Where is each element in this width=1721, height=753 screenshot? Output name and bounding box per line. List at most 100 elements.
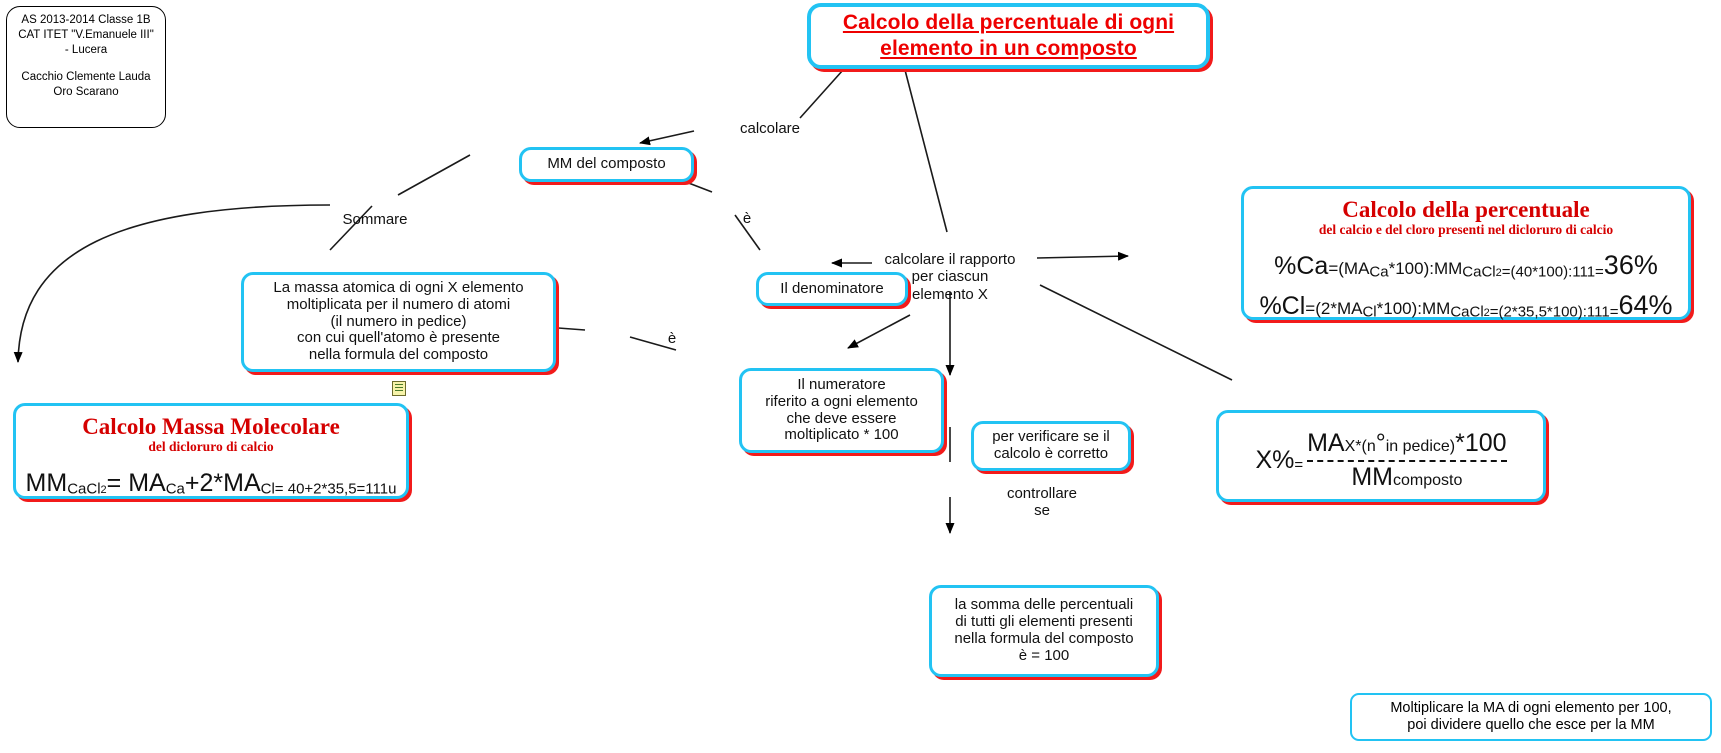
node-numeratore-line2: riferito a ogni elemento bbox=[765, 392, 918, 410]
credits-box: AS 2013-2014 Classe 1B CAT ITET "V.Emanu… bbox=[6, 6, 166, 128]
credits-name-1: Clemente bbox=[66, 70, 116, 83]
formula-row-cl: %Cl=(2*MACl*100):MMCaCl2=(2*35,5*100):11… bbox=[1259, 290, 1672, 321]
edge-title-to-calcolare bbox=[799, 69, 844, 119]
formula-cl-sub2n: 2 bbox=[1483, 307, 1490, 320]
node-calcolo-massa-molecolare[interactable]: Calcolo Massa Molecolare del dicloruro d… bbox=[13, 403, 409, 499]
formula-ca-result: 36% bbox=[1603, 250, 1658, 281]
xp-num-d: *100 bbox=[1455, 428, 1507, 457]
link-label-controllare: controllare se bbox=[1006, 485, 1078, 520]
node-verifica-line2: calcolo è corretto bbox=[993, 445, 1109, 462]
xp-den-a: MM bbox=[1351, 462, 1393, 491]
node-denominatore-label: Il denominatore bbox=[780, 279, 884, 297]
node-massa-atomica-line2: moltiplicata per il numero di atomi bbox=[286, 295, 511, 313]
formula-cl-sub2: CaCl bbox=[1450, 303, 1484, 321]
credits-line2: Classe 1B CAT bbox=[18, 14, 151, 42]
link-label-e-numeratore: è bbox=[667, 330, 677, 347]
link-label-e-denominatore: è bbox=[742, 210, 752, 227]
x-percent-lead: X% bbox=[1255, 446, 1295, 474]
node-numeratore-line3: che deve essere bbox=[786, 409, 897, 427]
xp-num-a: MA bbox=[1307, 428, 1345, 457]
link-label-calcolare-rapporto: calcolare il rapporto per ciascun elemen… bbox=[884, 251, 1016, 303]
xp-num-c: in pedice) bbox=[1385, 437, 1456, 455]
node-somma-line2: di tutti gli elementi presenti bbox=[955, 613, 1133, 631]
node-verifica[interactable]: per verificare se il calcolo è corretto bbox=[971, 421, 1131, 471]
formula-ca-sub2: CaCl bbox=[1462, 263, 1496, 281]
link-label-calcolare: calcolare bbox=[739, 120, 801, 137]
massa-expr-b: = MA bbox=[106, 469, 166, 498]
node-massa-atomica[interactable]: La massa atomica di ogni X elemento molt… bbox=[241, 272, 556, 372]
formula-ca-sub2n: 2 bbox=[1495, 267, 1502, 280]
node-somma-line4: è = 100 bbox=[1018, 646, 1070, 664]
formula-ca-mid: *100):MM bbox=[1388, 259, 1463, 279]
x-percent-fraction: X%= MAX*(n°in pedice)*100 MMcomposto bbox=[1255, 428, 1507, 492]
credits-name-0: Cacchio bbox=[21, 70, 63, 83]
formula-ca-label: %Ca bbox=[1274, 252, 1329, 281]
node-nota-finale[interactable]: Moltiplicare la MA di ogni elemento per … bbox=[1350, 693, 1712, 741]
node-massa-atomica-line3: (il numero in pedice) bbox=[330, 312, 467, 330]
x-percent-equals: = bbox=[1294, 456, 1304, 474]
massa-expr-b-sub: Ca bbox=[165, 480, 185, 498]
x-percent-stack: MAX*(n°in pedice)*100 MMcomposto bbox=[1307, 428, 1507, 492]
credits-name-2: Lauda bbox=[118, 70, 151, 83]
formula-cl-result: 64% bbox=[1618, 290, 1673, 321]
node-verifica-line1: per verificare se il bbox=[992, 428, 1110, 446]
x-percent-fraction-bar bbox=[1307, 459, 1507, 462]
credits-line3: ITET "V.Emanuele III" - Lucera bbox=[43, 29, 154, 57]
credits-name-3: Oro bbox=[53, 85, 73, 98]
formula-massa-molecolare: MMCaCl2= MACa+2*MACl= 40+2*35,5=111u bbox=[26, 469, 397, 498]
edge-rapporto-to-xpercent bbox=[1039, 284, 1233, 381]
massa-expr-a: MM bbox=[25, 469, 68, 498]
calcolo-percentuale-header2: del calcio e del cloro presenti nel dicl… bbox=[1318, 222, 1614, 238]
link-label-sommare: Sommare bbox=[342, 211, 408, 228]
nota-finale-line1: Moltiplicare la MA di ogni elemento per … bbox=[1390, 699, 1672, 716]
xp-num-deg: ° bbox=[1375, 428, 1386, 457]
credits-name-4: Scarano bbox=[75, 85, 119, 98]
edge-rapporto-to-numeratore bbox=[847, 314, 911, 349]
edge-title-to-rapporto bbox=[904, 69, 948, 233]
edge-sommare-to-mm bbox=[397, 154, 471, 196]
formula-cl-sub1: Cl bbox=[1362, 303, 1377, 321]
node-formula-x-percent[interactable]: X%= MAX*(n°in pedice)*100 MMcomposto bbox=[1216, 410, 1546, 502]
xp-den-sub: composto bbox=[1392, 471, 1463, 489]
xp-num-a-sub: X bbox=[1344, 437, 1356, 455]
node-title-line2: elemento in un composto bbox=[880, 37, 1137, 60]
formula-ca-post: =(40*100):111= bbox=[1501, 263, 1604, 281]
calcolo-massa-header1: Calcolo Massa Molecolare bbox=[82, 414, 340, 439]
formula-cl-mid: *100):MM bbox=[1376, 299, 1451, 319]
node-calcolo-percentuale[interactable]: Calcolo della percentuale del calcio e d… bbox=[1241, 186, 1691, 321]
formula-cl-label: %Cl bbox=[1259, 292, 1306, 321]
edge-calcolare-to-mm bbox=[639, 130, 695, 146]
nota-finale-line2: poi dividere quello che esce per la MM bbox=[1407, 717, 1655, 733]
node-massa-atomica-line5: nella formula del composto bbox=[308, 346, 489, 364]
node-massa-atomica-line1: La massa atomica di ogni X elemento bbox=[273, 279, 524, 296]
formula-row-ca: %Ca=(MACa*100):MMCaCl2=(40*100):111=36% bbox=[1274, 250, 1658, 281]
node-mm-del-composto[interactable]: MM del composto bbox=[519, 147, 694, 182]
node-title[interactable]: Calcolo della percentuale di ogni elemen… bbox=[807, 3, 1210, 69]
node-numeratore-line4: moltiplicato * 100 bbox=[784, 426, 899, 444]
edge-rapporto-to-percentuale bbox=[1036, 251, 1129, 261]
credits-line1: AS 2013-2014 bbox=[21, 14, 95, 26]
credits-spacer bbox=[17, 59, 155, 70]
node-somma-line1: la somma delle percentuali bbox=[954, 596, 1134, 614]
calcolo-percentuale-header1: Calcolo della percentuale bbox=[1342, 197, 1590, 222]
massa-expr-a-sub-n: 2 bbox=[100, 484, 107, 497]
node-numeratore-line1: Il numeratore bbox=[797, 375, 886, 393]
node-mm-label: MM del composto bbox=[547, 155, 666, 173]
node-somma-percentuali[interactable]: la somma delle percentuali di tutti gli … bbox=[929, 585, 1159, 677]
massa-expr-a-sub: CaCl bbox=[67, 480, 101, 498]
resource-note-icon[interactable] bbox=[392, 381, 406, 396]
xp-num-b: *(n bbox=[1355, 437, 1376, 455]
massa-expr-c-sub: Cl bbox=[260, 480, 275, 498]
formula-ca-sub1: Ca bbox=[1369, 263, 1389, 281]
formula-ca-pre: =(MA bbox=[1328, 259, 1370, 279]
node-title-line1: Calcolo della percentuale di ogni bbox=[842, 10, 1175, 34]
massa-expr-tail: = 40+2*35,5=111u bbox=[274, 480, 397, 498]
node-il-denominatore[interactable]: Il denominatore bbox=[756, 272, 908, 306]
x-percent-denominator: MMcomposto bbox=[1351, 463, 1462, 492]
formula-cl-pre: =(2*MA bbox=[1305, 299, 1363, 319]
node-somma-line3: nella formula del composto bbox=[954, 630, 1134, 647]
node-il-numeratore[interactable]: Il numeratore riferito a ogni elemento c… bbox=[739, 368, 944, 453]
formula-cl-post: =(2*35,5*100):111= bbox=[1489, 303, 1619, 321]
calcolo-massa-header2: del dicloruro di calcio bbox=[148, 439, 274, 455]
